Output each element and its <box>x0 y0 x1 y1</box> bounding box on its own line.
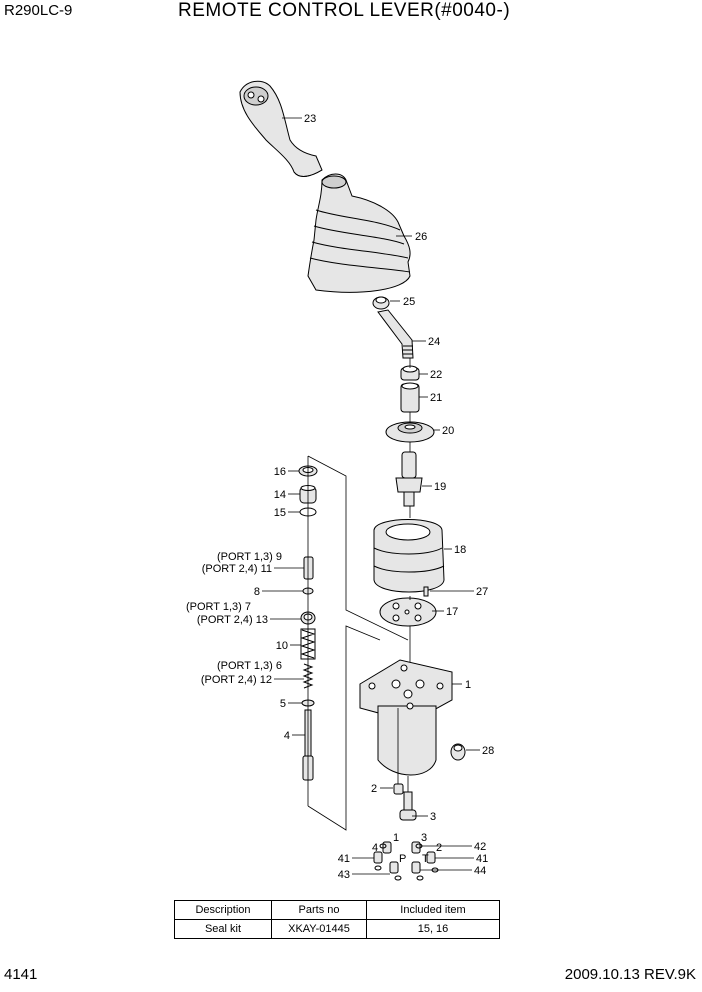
model-code: R290LC-9 <box>4 2 73 19</box>
callout-44: 44 <box>474 865 486 877</box>
part-callouts: 23 26 25 24 22 21 20 19 18 27 17 1 28 2 … <box>186 113 494 881</box>
casing-part-18 <box>373 519 445 593</box>
disc-part-20 <box>385 421 435 443</box>
table-row: Seal kit XKAY-01445 15, 16 <box>174 919 500 939</box>
cell-description: Seal kit <box>174 919 272 939</box>
callout-3: 3 <box>430 811 436 823</box>
callout-27: 27 <box>476 586 488 598</box>
callout-20: 20 <box>442 425 454 437</box>
cell-parts-no: XKAY-01445 <box>271 919 367 939</box>
callout-12: (PORT 2,4) 12 <box>201 674 272 686</box>
assembly-guide-lines <box>307 358 411 831</box>
table-header-row: Description Parts no Included item <box>174 900 500 920</box>
callout-16: 16 <box>274 466 286 478</box>
port-mark-2: 2 <box>436 842 442 854</box>
callout-41-right: 41 <box>476 853 488 865</box>
callout-5: 5 <box>280 698 286 710</box>
callout-42: 42 <box>474 841 486 853</box>
valve-body-part-1 <box>359 659 453 776</box>
callout-24: 24 <box>428 336 440 348</box>
push-rod-part-9-11 <box>303 556 314 580</box>
revision-date: 2009.10.13 REV.9K <box>564 966 696 983</box>
callout-10: 10 <box>276 640 288 652</box>
lever-rod-part-24 <box>377 309 414 359</box>
port-mark-3: 3 <box>421 832 427 844</box>
lever-grip-part-23 <box>239 80 323 177</box>
callout-14: 14 <box>274 489 286 501</box>
callout-4: 4 <box>284 730 290 742</box>
seal-kit-table: Description Parts no Included item Seal … <box>174 900 500 939</box>
bolt-part-3 <box>399 791 417 821</box>
port-markings: 1 3 4 2 P T <box>372 832 442 865</box>
callout-8: 8 <box>254 586 260 598</box>
callout-1: 1 <box>465 679 471 691</box>
callout-15: 15 <box>274 507 286 519</box>
port-mark-p: P <box>399 853 406 865</box>
callout-18: 18 <box>454 544 466 556</box>
callout-13: (PORT 2,4) 13 <box>197 614 268 626</box>
page-title: REMOTE CONTROL LEVER(#0040-) <box>178 0 511 21</box>
cell-included-item: 15, 16 <box>366 919 500 939</box>
callout-25: 25 <box>403 296 415 308</box>
port-mark-1: 1 <box>393 832 399 844</box>
callout-17: 17 <box>446 606 458 618</box>
nut-part-22 <box>400 365 420 381</box>
callout-9: (PORT 1,3) 9 <box>217 551 282 563</box>
nut-part-25 <box>372 296 390 310</box>
callout-leader-lines <box>262 117 480 875</box>
callout-21: 21 <box>430 392 442 404</box>
sleeve-part-21 <box>400 382 420 413</box>
callout-19: 19 <box>434 481 446 493</box>
callout-26: 26 <box>415 231 427 243</box>
plug-part-2 <box>393 783 404 795</box>
callout-23: 23 <box>304 113 316 125</box>
port-mark-t: T <box>422 853 429 865</box>
callout-28: 28 <box>482 745 494 757</box>
page-number: 4141 <box>4 966 38 983</box>
column-header-parts-no: Parts no <box>271 900 367 920</box>
callout-7: (PORT 1,3) 7 <box>186 601 251 613</box>
callout-11: (PORT 2,4) 11 <box>202 563 272 575</box>
pin-part-27 <box>423 586 429 597</box>
fittings-part-41-44 <box>373 841 439 881</box>
column-header-description: Description <box>174 900 272 920</box>
plate-part-17 <box>379 597 437 627</box>
callout-22: 22 <box>430 369 442 381</box>
callout-43: 43 <box>338 869 350 881</box>
callout-2: 2 <box>371 783 377 795</box>
joint-part-19 <box>395 451 423 507</box>
column-header-included-item: Included item <box>366 900 500 920</box>
callout-6: (PORT 1,3) 6 <box>217 660 282 672</box>
callout-41-left: 41 <box>338 853 350 865</box>
spring-part-6-12 <box>302 663 314 689</box>
plug-part-28 <box>450 743 466 761</box>
port-mark-4: 4 <box>372 842 378 854</box>
rubber-boot-part-26 <box>307 173 411 293</box>
